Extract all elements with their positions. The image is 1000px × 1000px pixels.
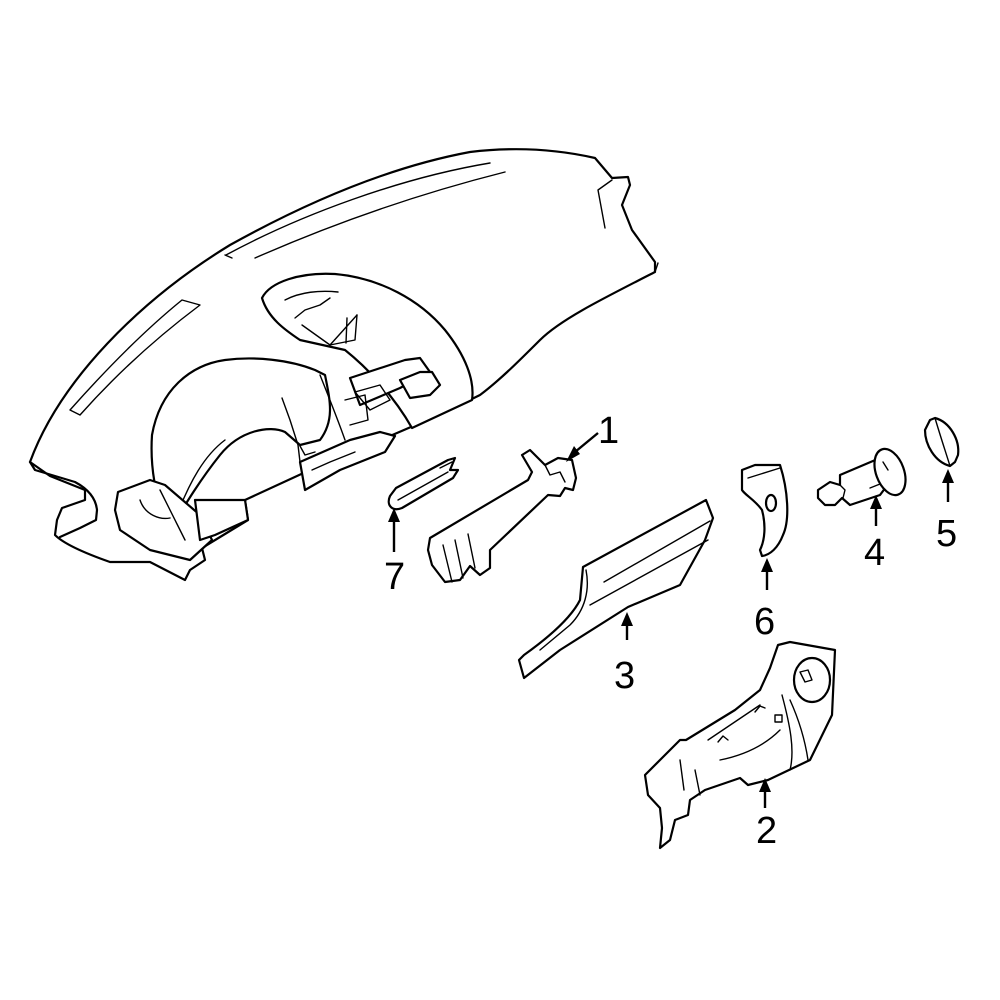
leader-line-1 (574, 432, 599, 453)
part-5-cap (923, 416, 960, 468)
callout-2: 2 (756, 810, 778, 852)
arrow-icon (759, 778, 771, 792)
part-4-lock-cylinder (816, 447, 907, 507)
dashboard-illustration (28, 148, 659, 582)
callout-4: 4 (864, 532, 886, 574)
callout-3: 3 (614, 655, 636, 697)
callout-7: 7 (384, 556, 406, 598)
arrow-icon (621, 612, 633, 626)
arrow-icon (566, 446, 580, 462)
part-2-console-panel[interactable] (643, 640, 837, 850)
leader-lines (388, 432, 954, 808)
part-6-small-bracket (740, 463, 789, 558)
arrow-icon (942, 469, 954, 483)
part-7-clip[interactable] (387, 456, 460, 511)
arrow-icon (388, 508, 400, 522)
callout-6: 6 (754, 601, 776, 643)
callout-5: 5 (936, 513, 958, 555)
part-1-bracket[interactable] (426, 448, 578, 584)
callout-1: 1 (598, 410, 620, 452)
arrow-icon (870, 495, 882, 509)
arrow-icon (761, 558, 773, 572)
part-3-trim-panel[interactable] (517, 498, 715, 680)
